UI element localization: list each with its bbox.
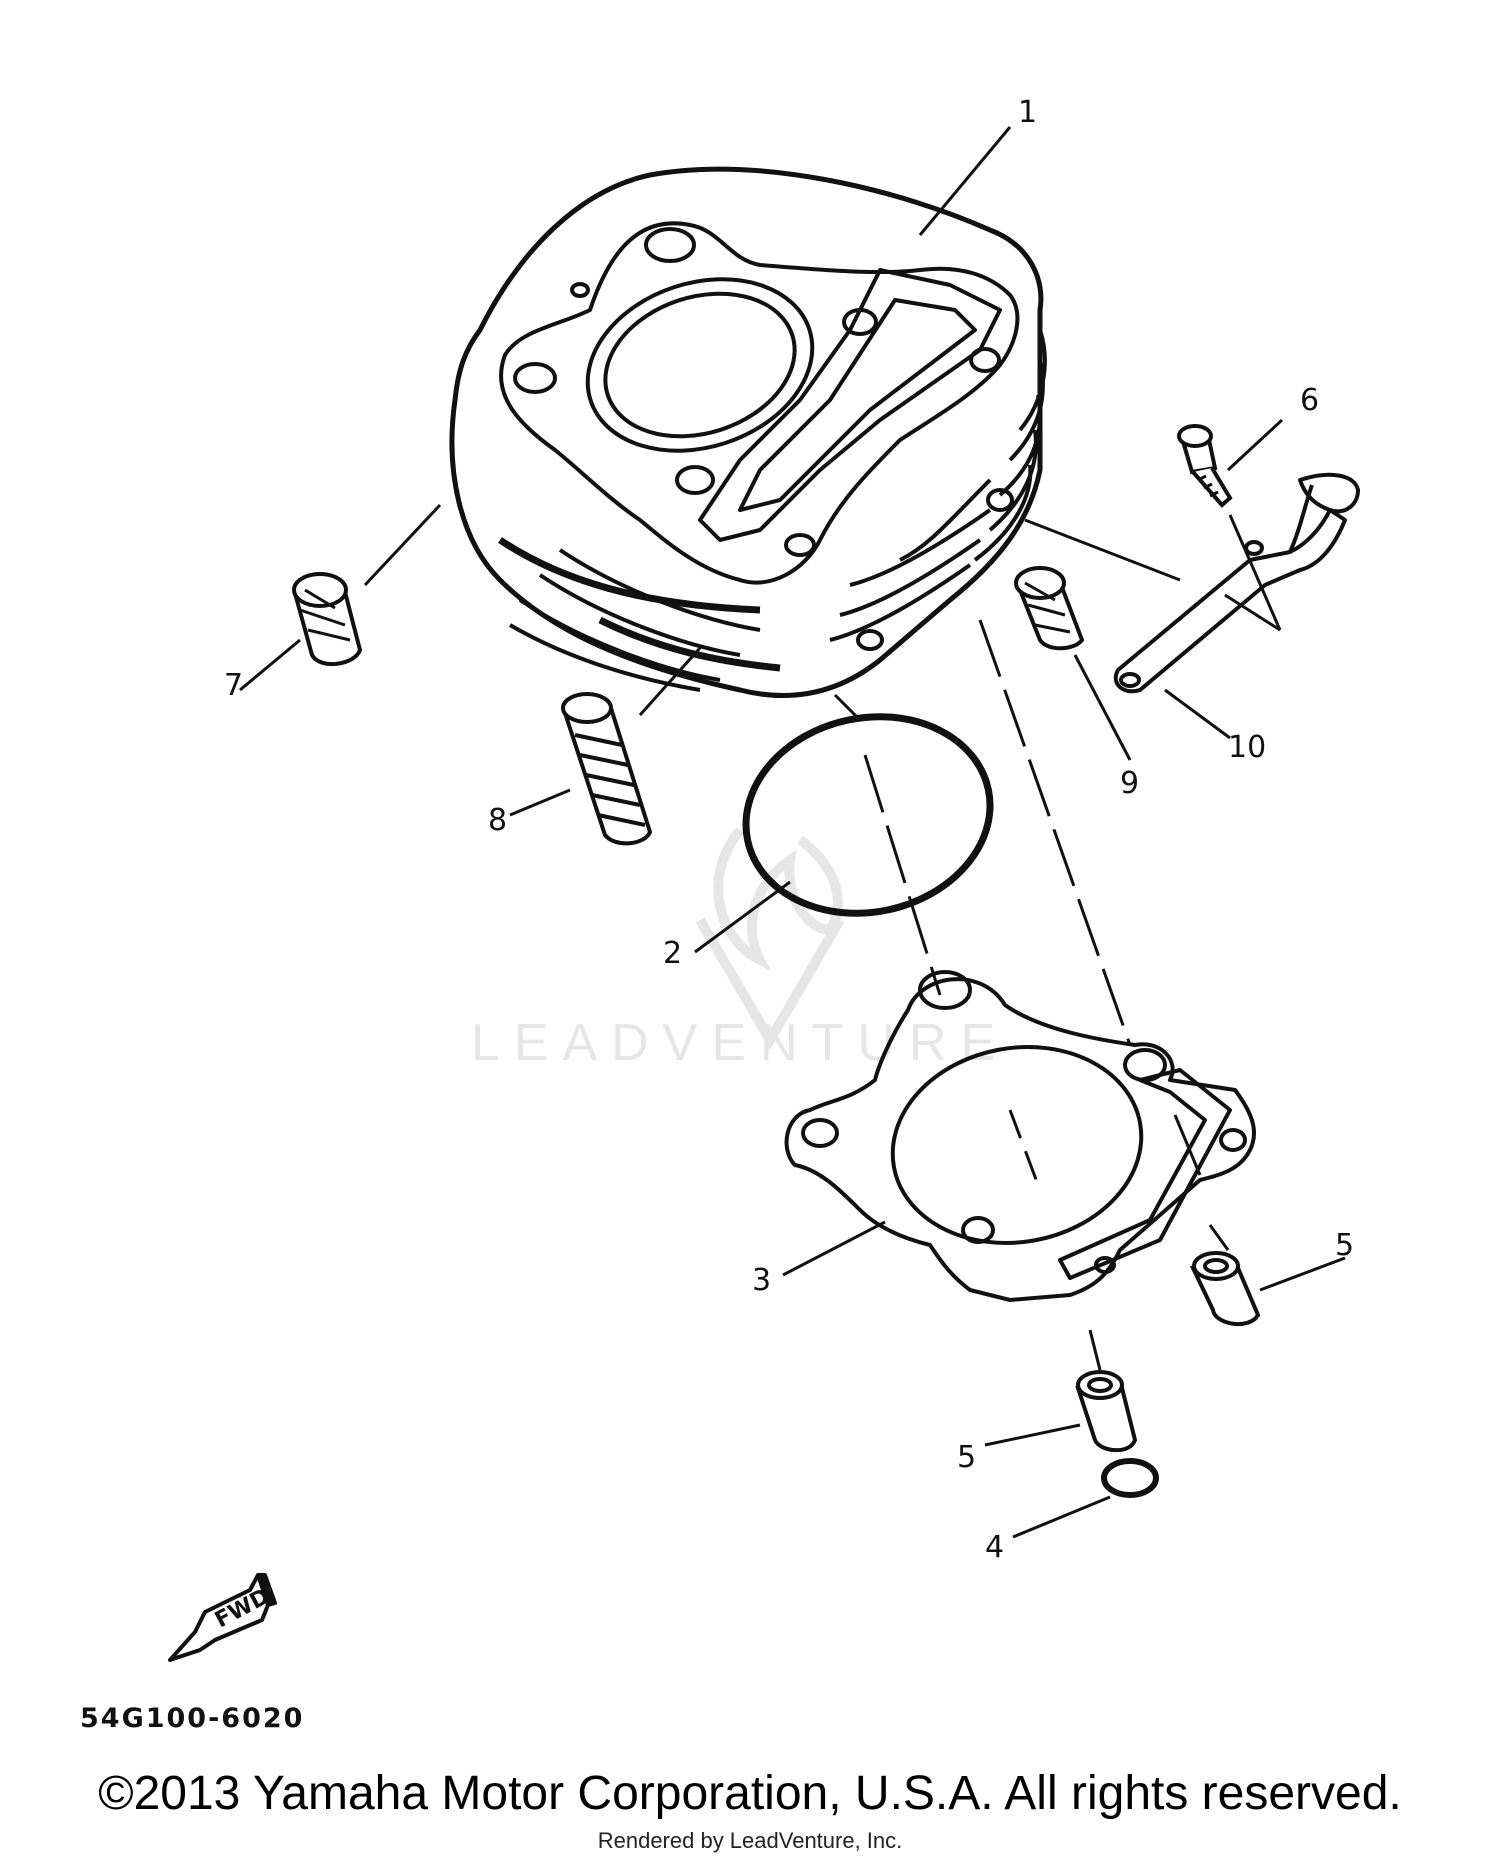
copyright-notice: ©2013 Yamaha Motor Corporation, U.S.A. A… bbox=[98, 1767, 1402, 1820]
callout-9: 9 bbox=[1120, 766, 1139, 801]
callout-2: 2 bbox=[663, 936, 682, 971]
cylinder-part-1 bbox=[449, 166, 1047, 699]
callout-6: 6 bbox=[1300, 383, 1319, 418]
dowel-pin-part-5-lower bbox=[1075, 1370, 1138, 1453]
callout-7: 7 bbox=[224, 668, 243, 703]
fwd-arrow-icon bbox=[168, 1573, 277, 1662]
rendered-by-credit: Rendered by LeadVenture, Inc. bbox=[597, 1828, 903, 1853]
base-gasket-part-3 bbox=[784, 970, 1256, 1302]
dowel-pin-part-5-right bbox=[1189, 1251, 1261, 1327]
bracket-part-10 bbox=[1113, 472, 1360, 694]
callout-4: 4 bbox=[985, 1530, 1004, 1565]
callout-1: 1 bbox=[1018, 95, 1037, 130]
diagram-part-number: 54G100-6020 bbox=[80, 1703, 304, 1734]
watermark-text: LEADVENTURE bbox=[471, 1014, 1009, 1072]
callout-10: 10 bbox=[1228, 730, 1266, 765]
plug-part-9 bbox=[1014, 566, 1085, 651]
callout-3: 3 bbox=[752, 1263, 771, 1298]
callout-5-right: 5 bbox=[1335, 1228, 1354, 1263]
callout-8: 8 bbox=[488, 803, 507, 838]
spring-pin-part-8 bbox=[561, 692, 653, 846]
bolt-part-6 bbox=[1177, 424, 1233, 508]
leader-lines bbox=[239, 126, 1346, 1539]
leadventure-watermark bbox=[695, 826, 845, 1050]
o-ring-part-2 bbox=[742, 713, 994, 917]
callout-5-lower: 5 bbox=[957, 1440, 976, 1475]
small-o-ring-part-4 bbox=[1101, 1458, 1159, 1498]
plug-part-7 bbox=[292, 572, 363, 667]
